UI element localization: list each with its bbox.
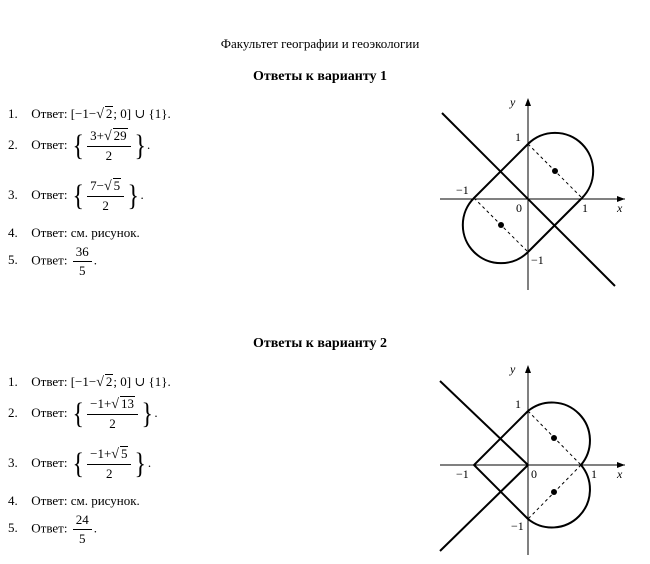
answer-label: Ответ: xyxy=(31,106,68,121)
y-label: y xyxy=(509,95,516,109)
answer-number: 1. xyxy=(8,106,18,121)
numerator-radicand: 13 xyxy=(119,396,135,411)
x-axis-arrow xyxy=(617,462,625,468)
answer-number: 2. xyxy=(8,136,18,152)
answer-number: 3. xyxy=(8,454,18,470)
answer-period: . xyxy=(147,454,152,470)
numerator-radicand: 5 xyxy=(112,178,122,193)
numerator-pre: 7− xyxy=(90,178,104,193)
answer-expr-pre: [−1− xyxy=(70,374,97,389)
shape-outline xyxy=(461,131,595,265)
diagonal-line xyxy=(441,112,616,287)
denominator: 2 xyxy=(102,198,109,213)
answer-radicand: 2 xyxy=(104,106,114,121)
denominator: 2 xyxy=(106,466,113,481)
denominator: 2 xyxy=(105,148,113,163)
numerator-radicand: 29 xyxy=(112,128,128,143)
numerator: 36 xyxy=(72,244,92,262)
center-dot xyxy=(551,435,557,441)
x-tick-neg1: −1 xyxy=(456,467,469,481)
answer-period: . xyxy=(93,252,97,268)
x-axis-arrow xyxy=(617,196,625,202)
answer-period: . xyxy=(147,136,151,152)
answer-expr-pre: [−1− xyxy=(70,106,97,121)
answer-label: Ответ: xyxy=(31,186,68,202)
x-tick-neg1: −1 xyxy=(456,183,469,197)
v2-answer-4: 4. Ответ: см. рисунок. xyxy=(8,493,140,509)
x-tick-1: 1 xyxy=(582,201,588,215)
y-axis-arrow xyxy=(525,365,531,373)
answer-label: Ответ: см. рисунок. xyxy=(31,493,140,508)
answer-radicand: 2 xyxy=(104,374,114,389)
v1-answer-4: 4. Ответ: см. рисунок. xyxy=(8,225,140,241)
answer-number: 3. xyxy=(8,186,18,202)
answer-number: 2. xyxy=(8,404,18,420)
numerator-pre: −1+ xyxy=(90,396,112,411)
x-label: x xyxy=(616,467,623,481)
numerator-radicand: 5 xyxy=(119,446,129,461)
diagonal-line xyxy=(439,380,529,466)
answer-number: 5. xyxy=(8,252,18,268)
diagonal-line xyxy=(439,464,529,552)
answer-expr-post: ; 0] ∪ {1}. xyxy=(113,374,171,389)
y-label: y xyxy=(509,362,516,376)
origin-label: 0 xyxy=(531,467,537,481)
answer-label: Ответ: xyxy=(31,520,68,536)
variant2-title: Ответы к варианту 2 xyxy=(252,336,388,351)
y-tick-1: 1 xyxy=(515,397,521,411)
denominator: 5 xyxy=(78,263,86,278)
v1-answer-1: 1. Ответ: [−1−√2; 0] ∪ {1}. xyxy=(8,106,171,122)
answer-label: Ответ: см. рисунок. xyxy=(31,225,140,240)
v2-answer-1: 1. Ответ: [−1−√2; 0] ∪ {1}. xyxy=(8,374,171,390)
answer-period: . xyxy=(140,186,144,202)
answer-number: 4. xyxy=(8,225,18,240)
y-tick-neg1: −1 xyxy=(511,519,524,533)
y-axis-arrow xyxy=(525,98,531,106)
x-label: x xyxy=(616,201,623,215)
denominator: 2 xyxy=(109,416,116,431)
y-tick-1: 1 xyxy=(515,130,521,144)
center-dot xyxy=(552,168,558,174)
numerator: 24 xyxy=(72,512,92,530)
answer-period: . xyxy=(154,404,158,420)
answer-number: 5. xyxy=(8,520,18,536)
v2-graph: y x 1 −1 0 1 −1 xyxy=(439,362,625,555)
center-dot xyxy=(498,222,504,228)
answer-number: 1. xyxy=(8,374,18,389)
origin-label: 0 xyxy=(516,201,522,215)
answer-number: 4. xyxy=(8,493,18,508)
numerator-pre: 3+ xyxy=(90,128,104,143)
answer-label: Ответ: xyxy=(31,454,68,470)
faculty-title: Факультет географии и геоэкологии xyxy=(220,36,420,51)
answer-label: Ответ: xyxy=(31,136,68,152)
denominator: 5 xyxy=(78,531,86,546)
numerator-pre: −1+ xyxy=(90,446,112,461)
answer-label: Ответ: xyxy=(31,404,68,420)
variant1-title: Ответы к варианту 1 xyxy=(252,69,388,84)
center-dot xyxy=(551,489,557,495)
answer-period: . xyxy=(93,520,97,536)
answer-expr-post: ; 0] ∪ {1}. xyxy=(113,106,171,121)
y-tick-neg1: −1 xyxy=(531,253,544,267)
answer-label: Ответ: xyxy=(31,374,68,389)
answer-label: Ответ: xyxy=(31,252,68,268)
x-tick-1: 1 xyxy=(591,467,597,481)
v1-graph: y x 1 −1 0 1 −1 xyxy=(440,95,625,290)
